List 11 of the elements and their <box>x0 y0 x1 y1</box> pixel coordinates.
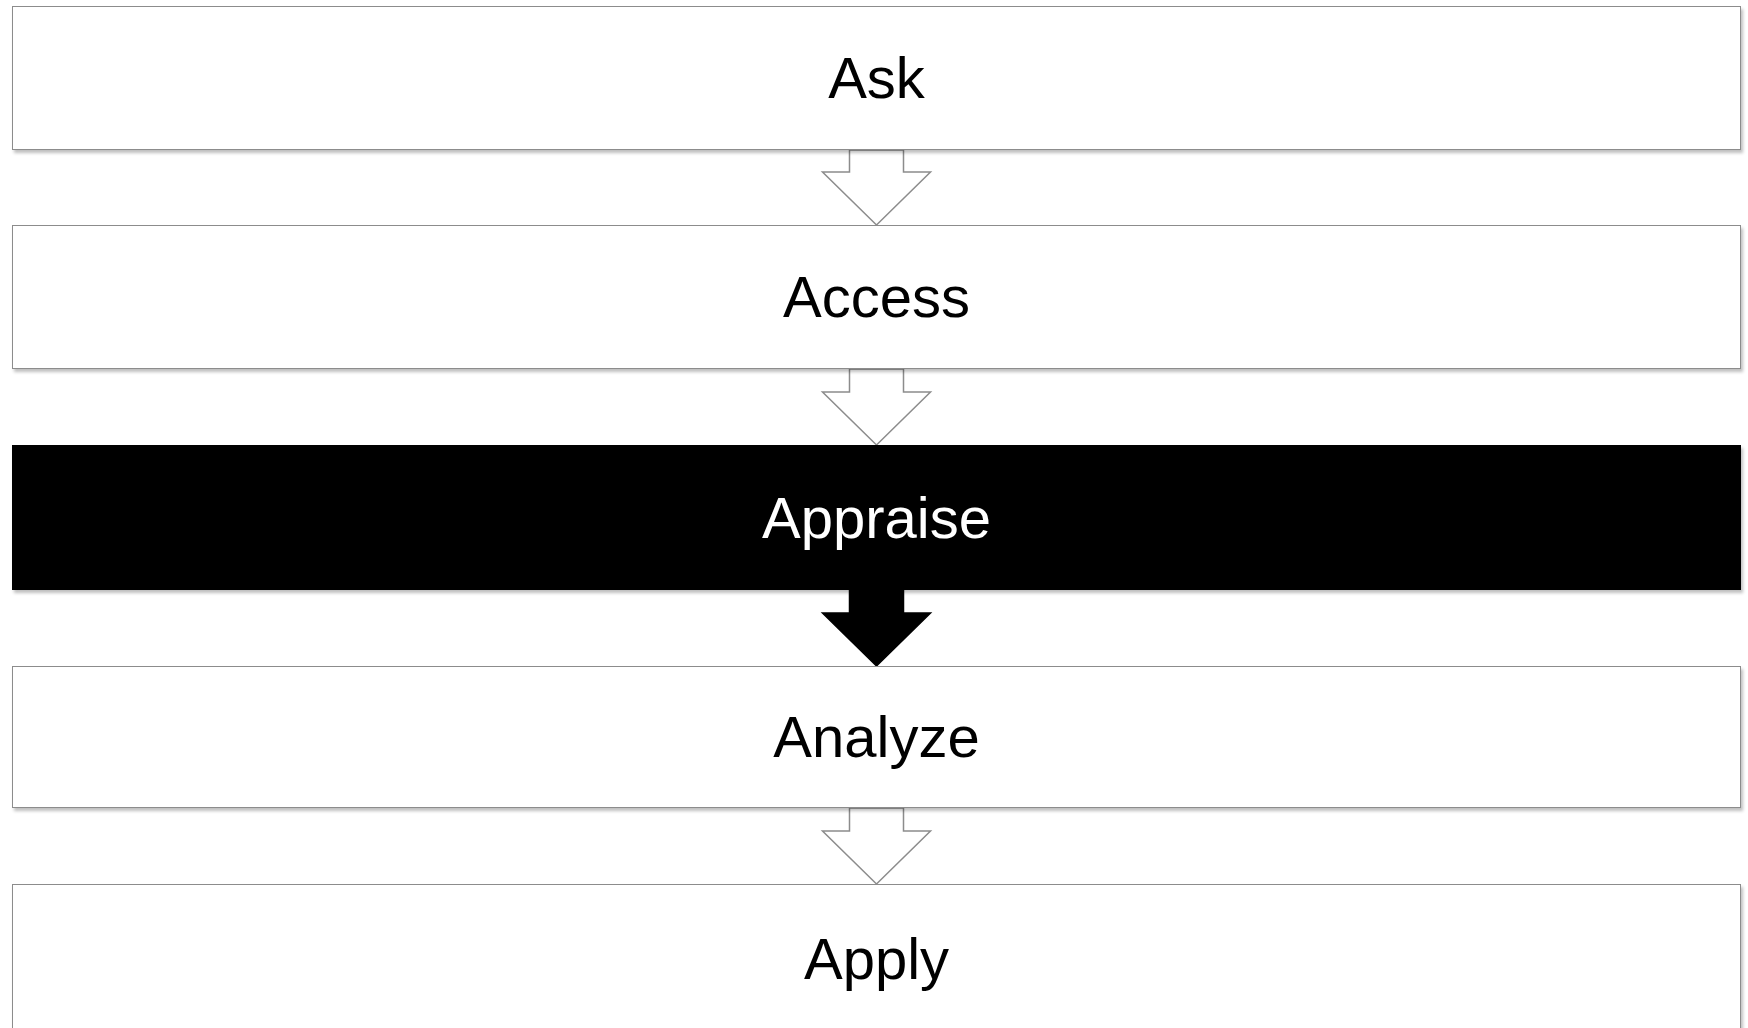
process-box <box>12 225 1741 369</box>
process-box <box>12 884 1741 1028</box>
process-box <box>12 445 1741 590</box>
block-arrow <box>820 149 933 227</box>
block-arrow <box>820 589 933 668</box>
step-label: Access <box>783 268 970 326</box>
block-arrow <box>820 368 933 447</box>
process-box <box>12 6 1741 150</box>
process-box <box>12 666 1741 808</box>
block-arrow <box>820 807 933 886</box>
step-label: Ask <box>828 49 925 107</box>
